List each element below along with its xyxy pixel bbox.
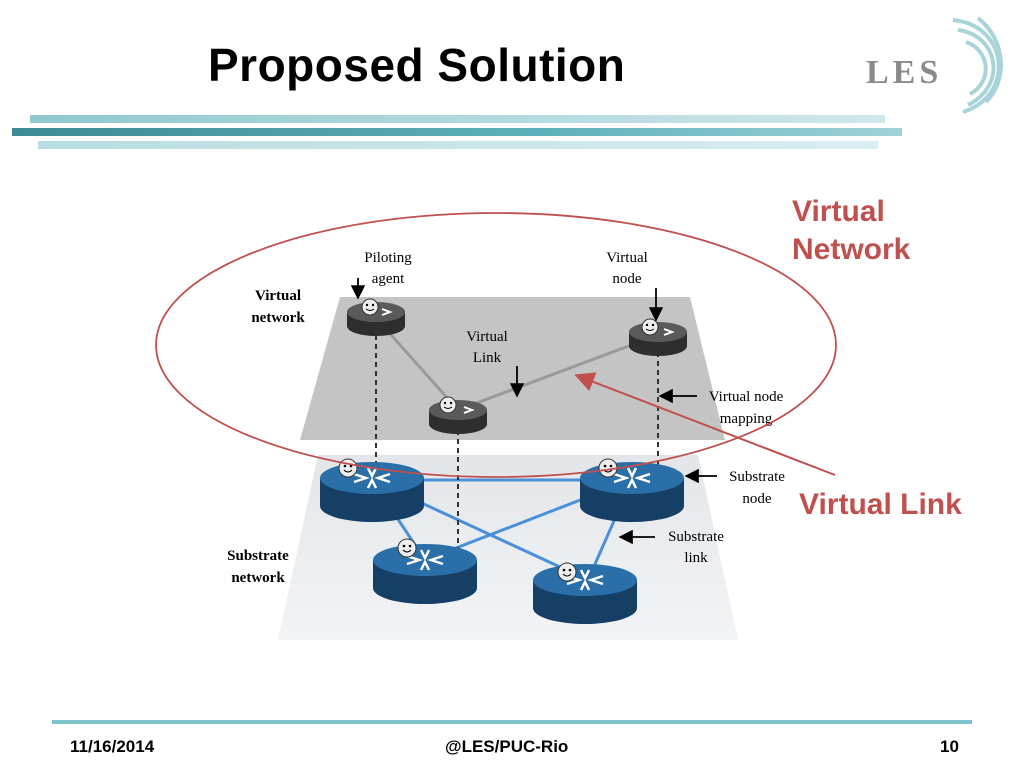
page-title: Proposed Solution: [208, 39, 626, 91]
substrate-network-label: Substrate: [227, 548, 289, 564]
virtual-network-callout-line2: Network: [792, 233, 911, 266]
virtual-network-label: Virtual: [255, 288, 301, 304]
virtual-network-callout: Virtual Network: [792, 193, 992, 269]
virtual-link-callout: Virtual Link: [799, 488, 962, 521]
footer-rule: [52, 720, 972, 724]
les-logo: LES: [866, 16, 1003, 114]
page-number: 10: [940, 737, 959, 756]
virtual-node: [347, 298, 405, 336]
substrate-node: [533, 562, 637, 624]
virtual-node-mapping-lines: [375, 335, 659, 548]
header-rule-middle: [12, 128, 902, 136]
substrate-node: [373, 538, 477, 604]
virtual-node-label: node: [612, 271, 642, 287]
header-rule-bottom: [38, 141, 878, 149]
substrate-node-label: node: [742, 491, 772, 507]
virtual-network-label: network: [251, 310, 305, 326]
virtual-link-callout-arrow: [574, 372, 836, 476]
footer-organization: @LES/PUC-Rio: [445, 737, 569, 756]
substrate-node-label: Substrate: [729, 469, 785, 485]
substrate-node: [320, 458, 424, 522]
substrate-link-label: link: [684, 550, 708, 566]
virtual-link-label: Virtual: [466, 329, 508, 345]
svg-text:LES: LES: [866, 54, 942, 91]
virtual-network-highlight-ellipse: [155, 212, 837, 478]
virtual-plane: [300, 297, 725, 440]
substrate-link-label: Substrate: [668, 529, 724, 545]
label-pointer-arrows: [350, 278, 717, 545]
substrate-network-label: network: [231, 570, 285, 586]
virtual-node: [429, 396, 487, 434]
header-rule-top: [30, 115, 885, 123]
footer-date: 11/16/2014: [70, 737, 155, 756]
virtual-node: [629, 318, 687, 356]
virtual-network-callout-line1: Virtual: [792, 195, 885, 228]
piloting-agent-label: agent: [372, 271, 405, 287]
piloting-agent-label: Piloting: [364, 250, 412, 266]
virtual-node-mapping-label: Virtual node: [709, 389, 784, 405]
virtual-node-mapping-label: mapping: [720, 411, 773, 427]
virtual-node-label: Virtual: [606, 250, 648, 266]
substrate-node: [580, 458, 684, 522]
virtual-link-label: Link: [473, 350, 502, 366]
